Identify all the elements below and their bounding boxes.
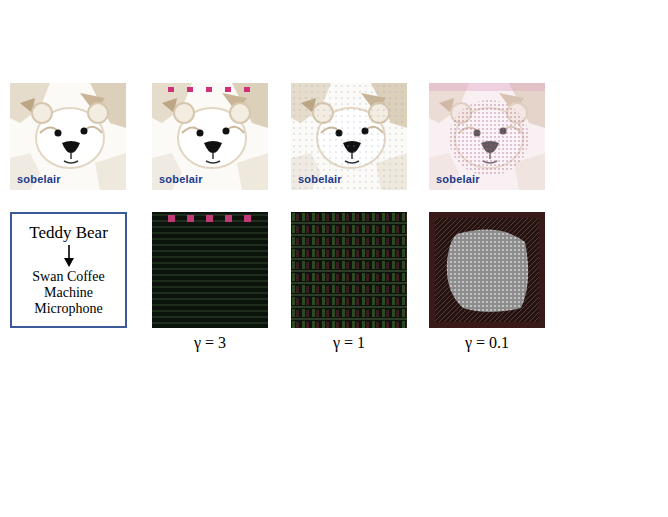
gamma-label: γ = 3 [194,334,226,352]
target-classes: Swan Coffee Machine Microphone [23,269,115,317]
watermark-text: sobelair [436,173,480,185]
watermark-text: sobelair [17,173,61,185]
perturbation-gamma-1 [291,212,407,328]
perturbation-gamma-3 [152,212,268,328]
gamma-label: γ = 0.1 [465,334,509,352]
gamma-label: γ = 1 [333,334,365,352]
source-class: Teddy Bear [29,223,108,243]
perturbation-gamma-0.1 [429,212,545,328]
watermark-text: sobelair [298,173,342,185]
watermark-text: sobelair [159,173,203,185]
class-box: Teddy BearSwan Coffee Machine Microphone [10,212,127,328]
down-arrow [63,245,75,267]
